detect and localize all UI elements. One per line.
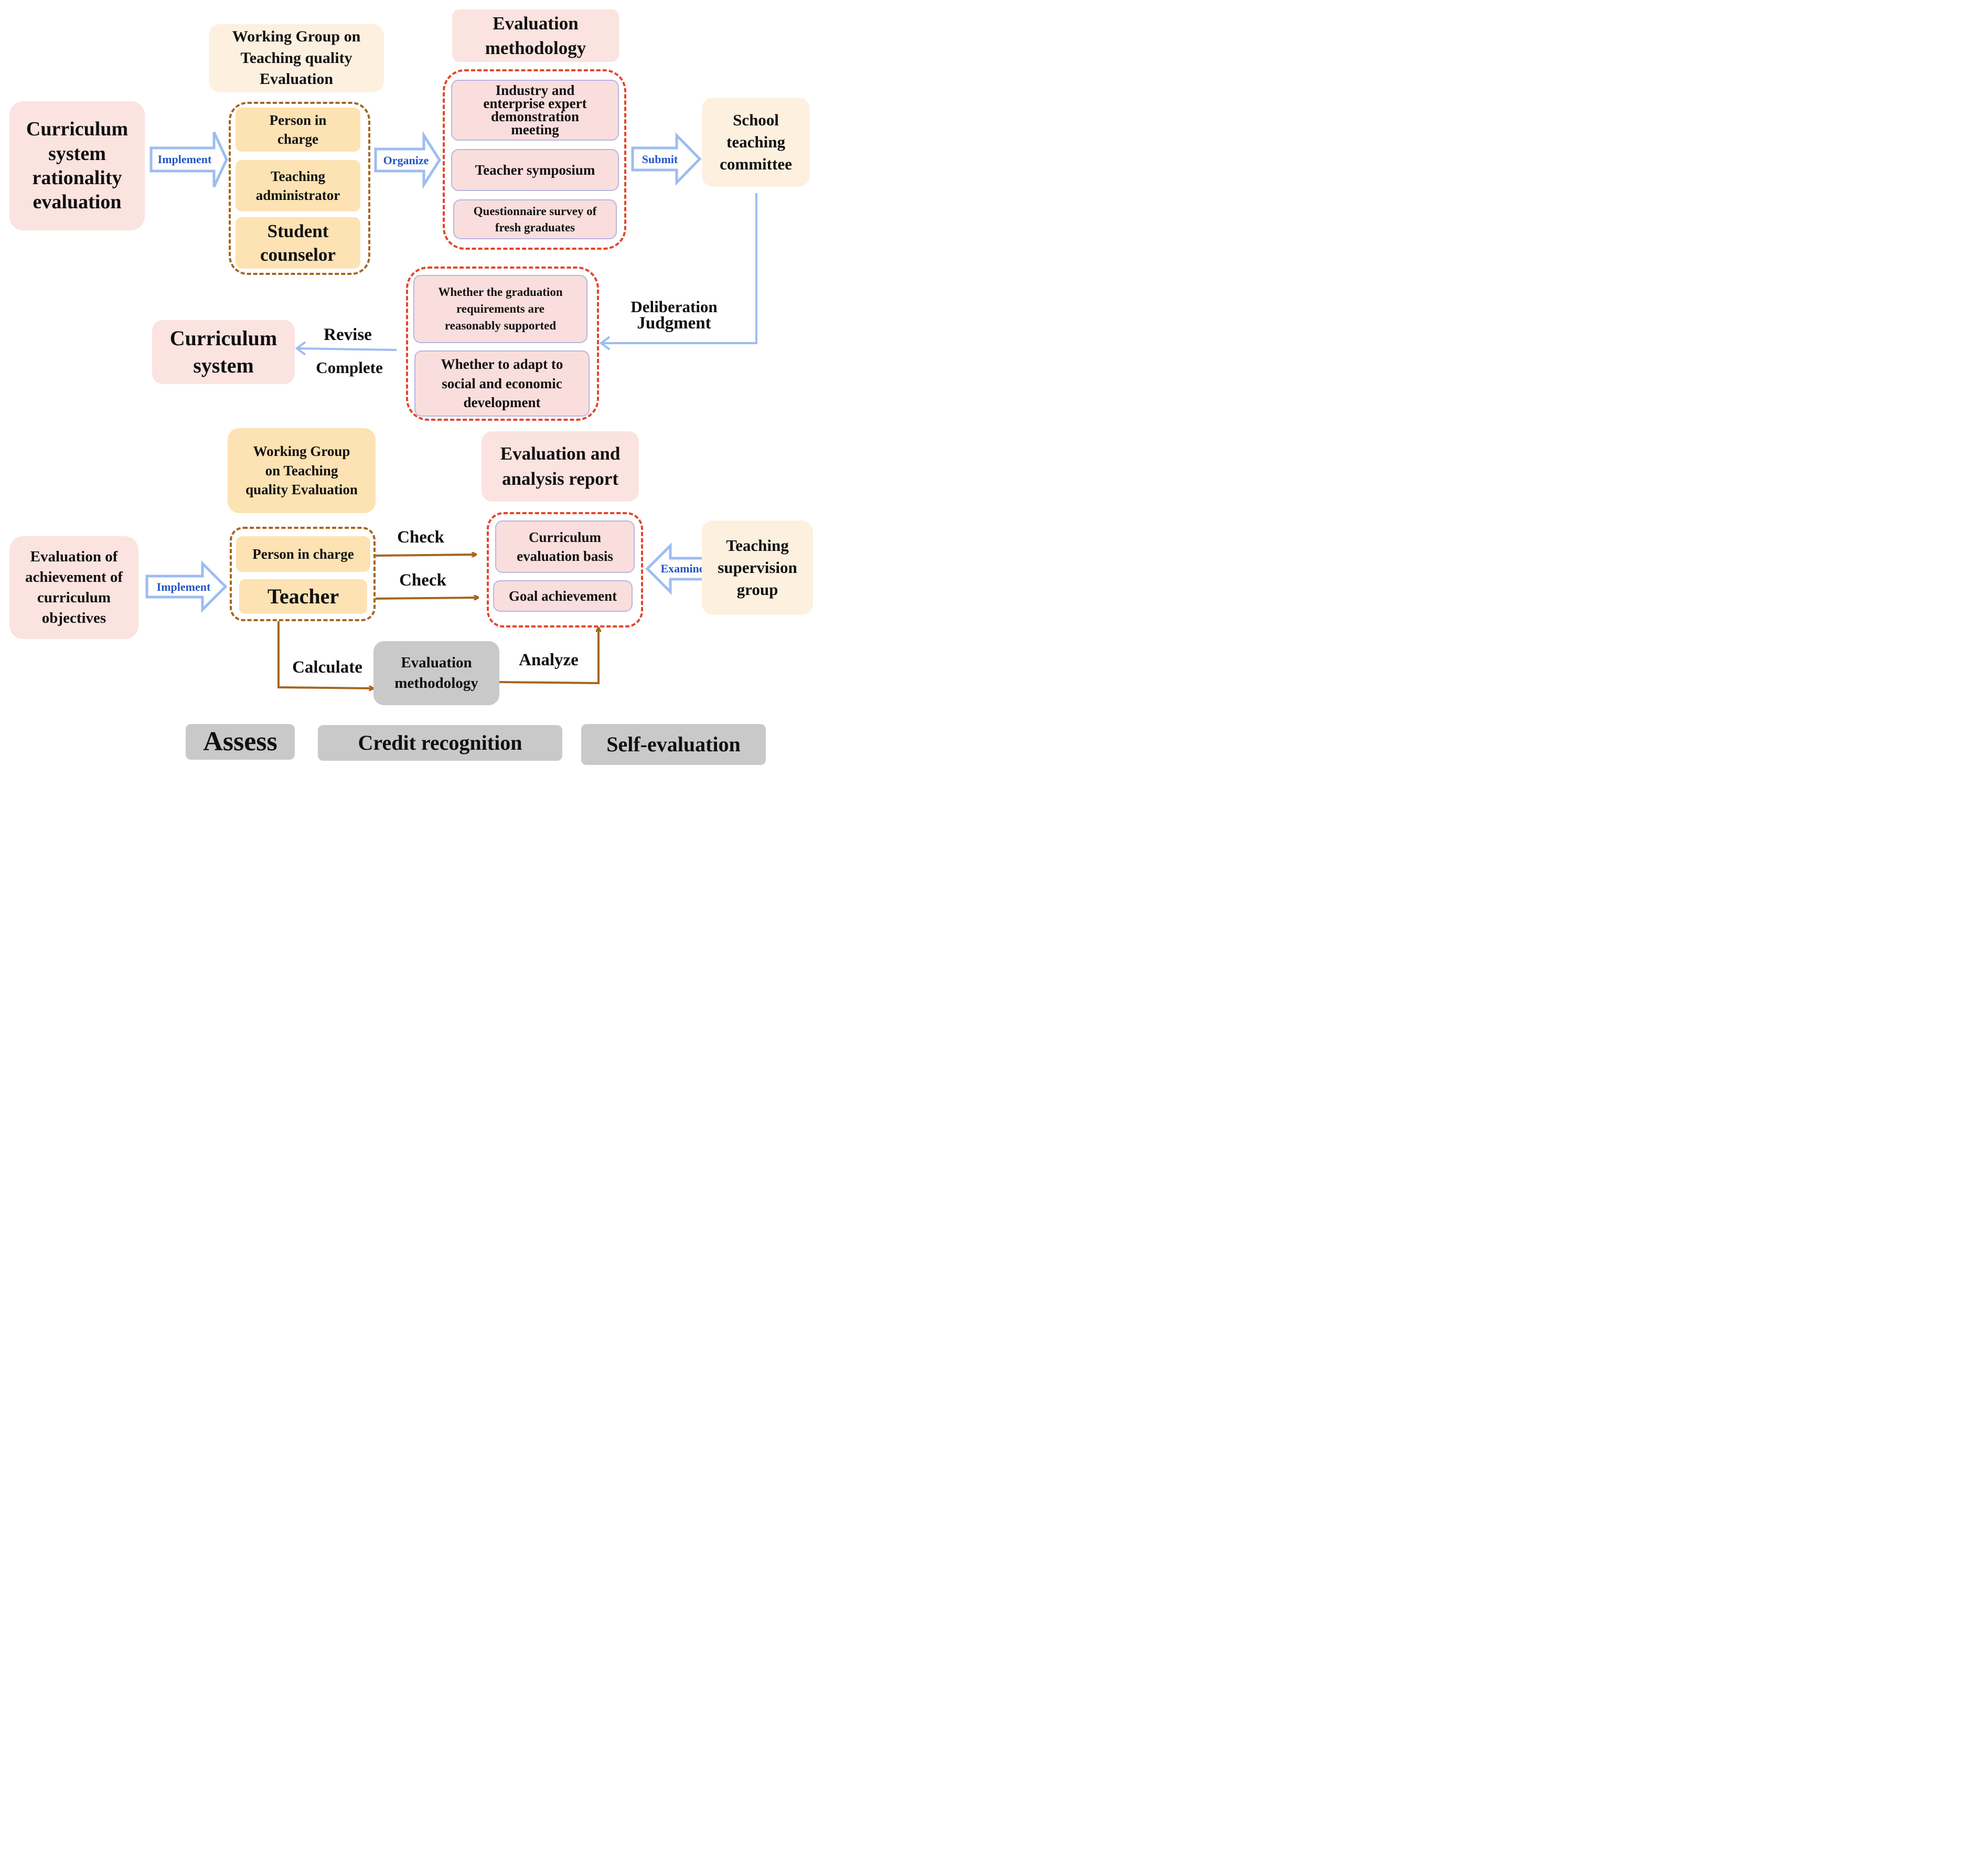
evaluation-methodology-box: Evaluation methodology	[373, 641, 499, 705]
committee-to-criteria-line	[601, 193, 757, 344]
method-questionnaire-survey: Questionnaire survey of fresh graduates	[453, 199, 617, 239]
check-arrow-2	[375, 598, 478, 599]
member-student-counselor: Student counselor	[236, 217, 360, 269]
check-arrow-1	[375, 555, 476, 556]
teaching-supervision-group-box: Teaching supervision group	[702, 520, 813, 615]
implement-arrow-bottom	[145, 560, 228, 613]
working-group-members-top	[229, 102, 370, 275]
submit-arrow	[631, 132, 702, 186]
footer-credit-recognition: Credit recognition	[318, 725, 562, 761]
curriculum-objectives-evaluation-box: Evaluation of achievement of curriculum …	[9, 536, 138, 639]
report-items-group	[487, 512, 643, 627]
curriculum-system-box: Curriculum system	[152, 320, 295, 384]
working-group-title-bottom: Working Group on Teaching quality Evalua…	[228, 428, 376, 513]
revise-line	[296, 347, 397, 351]
calculate-line	[277, 621, 373, 688]
method-industry-expert-meeting: Industry and enterprise expert demonstra…	[451, 80, 619, 141]
member-person-in-charge-top: Person in charge	[236, 108, 360, 152]
footer-self-evaluation: Self-evaluation	[581, 724, 766, 765]
deliberation-label: Deliberation	[630, 297, 718, 316]
implement-label-top: Implement	[157, 153, 212, 166]
revise-arrowhead	[295, 341, 306, 356]
criteria-group	[406, 267, 599, 421]
criteria-arrowhead	[599, 336, 611, 350]
member-teacher: Teacher	[239, 579, 367, 614]
methodology-items-group	[443, 69, 626, 250]
organize-arrow	[374, 131, 441, 189]
examine-label: Examine	[660, 562, 704, 575]
footer-assess: Assess	[186, 724, 295, 760]
working-group-title-top: Working Group on Teaching quality Evalua…	[209, 24, 384, 92]
curriculum-rationality-evaluation-box: Curriculum system rationality evaluation	[9, 101, 145, 230]
revise-label: Revise	[324, 325, 372, 344]
criterion-graduation-requirements: Whether the graduation requirements are …	[413, 275, 587, 343]
method-teacher-symposium: Teacher symposium	[451, 149, 619, 191]
evaluation-report-title: Evaluation and analysis report	[482, 431, 639, 502]
implement-arrow-top	[149, 131, 228, 188]
calculate-label: Calculate	[292, 658, 362, 677]
report-goal-achievement: Goal achievement	[493, 580, 633, 612]
check-label-1: Check	[397, 528, 444, 547]
member-person-in-charge-bottom: Person in charge	[236, 536, 370, 572]
evaluation-methodology-title: Evaluation methodology	[452, 9, 619, 62]
implement-label-bottom: Implement	[156, 580, 211, 593]
working-group-members-bottom	[230, 527, 376, 621]
member-teaching-administrator: Teaching administrator	[236, 160, 360, 211]
school-teaching-committee-box: School teaching committee	[702, 98, 810, 187]
connectors-layer	[145, 131, 757, 772]
complete-label: Complete	[316, 358, 383, 377]
organize-label: Organize	[383, 154, 429, 167]
judgment-label: Judgment	[637, 314, 711, 333]
analyze-line	[499, 627, 598, 685]
check-label-2: Check	[399, 571, 446, 590]
submit-label: Submit	[642, 153, 678, 166]
analyze-label: Analyze	[519, 651, 579, 669]
report-curriculum-evaluation-basis: Curriculum evaluation basis	[495, 520, 635, 573]
criterion-social-economic-development: Whether to adapt to social and economic …	[414, 350, 590, 417]
